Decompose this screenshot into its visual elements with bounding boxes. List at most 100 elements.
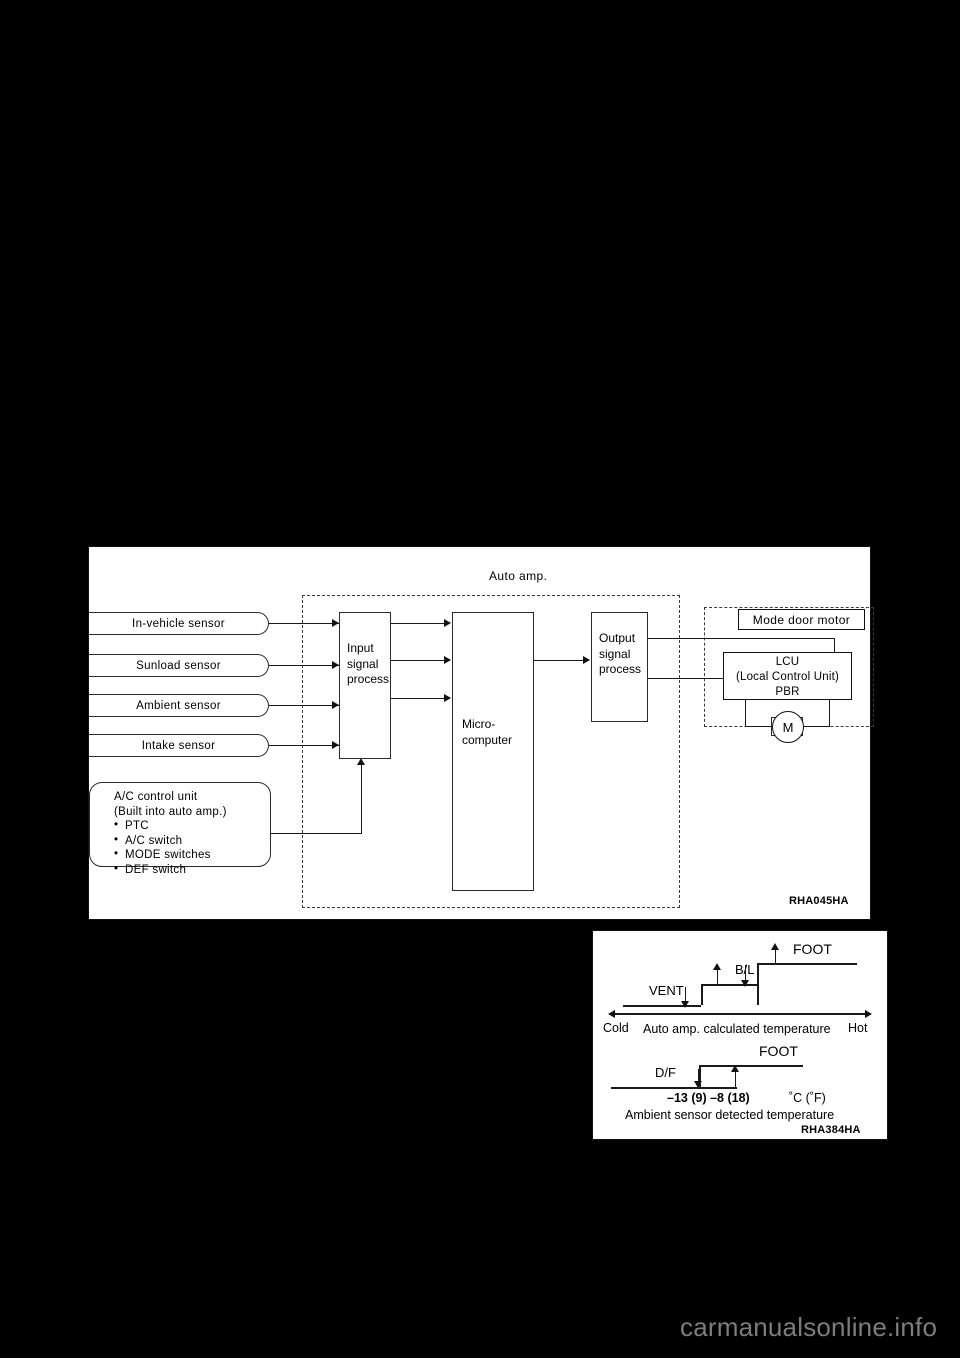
chart-lower-step-df: D/F bbox=[655, 1065, 676, 1080]
chart-upper-step-vent: VENT bbox=[649, 983, 684, 998]
arrow-in-vehicle-icon bbox=[332, 619, 339, 627]
site-watermark: carmanualsonline.info bbox=[680, 1312, 938, 1342]
output-signal-process-box[interactable]: Output signal process bbox=[591, 612, 648, 722]
connector-input-micro-1 bbox=[391, 623, 450, 624]
sensor-label: In-vehicle sensor bbox=[132, 617, 225, 630]
figure-code-main: RHA045HA bbox=[789, 895, 849, 907]
arrow-micro-output-icon bbox=[583, 656, 590, 664]
microcomputer-line-1: Micro- bbox=[462, 717, 496, 731]
sensor-intake[interactable]: Intake sensor bbox=[89, 734, 269, 757]
connector-output-lcu-top bbox=[648, 638, 835, 639]
ac-control-unit-item-ptc: PTC bbox=[114, 818, 270, 834]
chart-upper-axis-left-label: Cold bbox=[603, 1021, 629, 1035]
chart-lower-riser bbox=[699, 1065, 701, 1087]
sensor-label: Sunload sensor bbox=[136, 659, 221, 672]
connector-output-lcu-bottom bbox=[648, 678, 769, 679]
connector-lcu-motor-right bbox=[829, 700, 830, 726]
chart-upper-down-line-1 bbox=[685, 987, 687, 1003]
connector-intake bbox=[269, 745, 339, 746]
connector-ambient bbox=[269, 705, 339, 706]
sensor-label: Intake sensor bbox=[141, 739, 216, 752]
chart-upper-down-line-2 bbox=[745, 965, 747, 982]
arrow-intake-icon bbox=[332, 741, 339, 749]
ac-control-unit-item-mode-switches: MODE switches bbox=[114, 847, 270, 863]
system-block-diagram-panel: Auto amp. In-vehicle sensor Sunload sens… bbox=[88, 546, 874, 920]
sensor-sunload[interactable]: Sunload sensor bbox=[89, 654, 269, 677]
lcu-line-1: LCU bbox=[775, 656, 800, 668]
arrow-input-micro-3-icon bbox=[444, 694, 451, 702]
chart-lower-down-arrow-icon bbox=[694, 1081, 702, 1088]
chart-lower-step-foot: FOOT bbox=[759, 1043, 798, 1059]
chart-upper-down-arrow-2-icon bbox=[741, 980, 749, 987]
mode-door-motor-title-box[interactable]: Mode door motor bbox=[738, 609, 865, 630]
chart-upper-foot-level bbox=[757, 963, 857, 965]
microcomputer-box[interactable]: Micro- computer bbox=[452, 612, 534, 891]
connector-micro-output bbox=[534, 660, 589, 661]
chart-lower-up-line bbox=[735, 1070, 737, 1087]
input-signal-process-box[interactable]: Input signal process bbox=[339, 612, 391, 759]
chart-upper-bl-level bbox=[701, 984, 757, 986]
motor-symbol-letter: M bbox=[782, 719, 794, 735]
lcu-line-2: (Local Control Unit) bbox=[735, 671, 840, 683]
sensor-ambient[interactable]: Ambient sensor bbox=[89, 694, 269, 717]
chart-lower-thresholds: –13 (9) –8 (18) bbox=[667, 1091, 750, 1105]
chart-upper-riser-vent-bl bbox=[701, 984, 703, 1005]
connector-acu-horizontal bbox=[271, 833, 362, 834]
chart-upper-axis-right-arrow-icon bbox=[865, 1010, 872, 1018]
connector-motor-left-lead bbox=[745, 726, 773, 727]
chart-upper-down-arrow-1-icon bbox=[681, 1001, 689, 1008]
connector-input-micro-2 bbox=[391, 660, 450, 661]
chart-upper-up-line-1 bbox=[717, 968, 719, 986]
connector-motor-right-lead bbox=[801, 726, 830, 727]
arrow-input-micro-1-icon bbox=[444, 619, 451, 627]
chart-lower-df-level bbox=[611, 1087, 737, 1089]
connector-acu-vertical bbox=[361, 765, 362, 833]
connector-sunload bbox=[269, 665, 339, 666]
chart-upper-step-bl: B/L bbox=[735, 962, 755, 977]
motor-symbol[interactable]: M bbox=[772, 711, 804, 743]
arrow-acu-icon bbox=[357, 758, 365, 765]
chart-upper-axis bbox=[615, 1013, 867, 1015]
chart-upper-up-arrow-2-icon bbox=[771, 943, 779, 950]
chart-upper-riser-bl-foot bbox=[757, 963, 759, 1005]
input-signal-process-line-3: process bbox=[347, 672, 390, 686]
sensor-label: Ambient sensor bbox=[136, 699, 221, 712]
arrow-ambient-icon bbox=[332, 701, 339, 709]
chart-upper-vent-level bbox=[623, 1005, 701, 1007]
ac-control-unit-item-ac-switch: A/C switch bbox=[114, 833, 270, 849]
auto-amp-label: Auto amp. bbox=[489, 569, 548, 583]
chart-upper-up-arrow-1-icon bbox=[713, 963, 721, 970]
chart-lower-foot-level bbox=[699, 1065, 803, 1067]
chart-lower-up-arrow-icon bbox=[731, 1065, 739, 1072]
microcomputer-line-2: computer bbox=[462, 732, 513, 747]
chart-lower-axis-label: Ambient sensor detected temperature bbox=[625, 1108, 835, 1122]
lcu-box[interactable]: LCU (Local Control Unit) PBR bbox=[723, 652, 852, 700]
chart-lower-down-line bbox=[698, 1069, 700, 1085]
output-signal-process-line-3: process bbox=[599, 662, 642, 676]
connector-input-micro-3 bbox=[391, 698, 450, 699]
figure-code-chart: RHA384HA bbox=[801, 1124, 861, 1136]
ac-control-unit-item-def-switch: DEF switch bbox=[114, 862, 270, 878]
arrow-sunload-icon bbox=[332, 661, 339, 669]
chart-lower-units: ˚C (˚F) bbox=[789, 1091, 826, 1105]
connector-lcu-motor-left bbox=[745, 700, 746, 726]
ac-control-unit-box[interactable]: A/C control unit (Built into auto amp.) … bbox=[89, 782, 271, 876]
ac-control-unit-subtitle: (Built into auto amp.) bbox=[114, 805, 227, 818]
sensor-in-vehicle[interactable]: In-vehicle sensor bbox=[89, 612, 269, 635]
mode-door-motor-title: Mode door motor bbox=[752, 612, 851, 627]
ac-control-unit-title: A/C control unit bbox=[114, 791, 198, 803]
arrow-input-micro-2-icon bbox=[444, 656, 451, 664]
chart-upper-axis-label: Auto amp. calculated temperature bbox=[643, 1022, 831, 1036]
output-signal-process-line-1: Output bbox=[599, 631, 636, 645]
chart-upper-axis-left-arrow-icon bbox=[608, 1010, 615, 1018]
chart-upper-up-line-2 bbox=[775, 948, 777, 965]
temperature-mode-chart-panel: FOOT B/L VENT Cold Auto amp. calculated … bbox=[592, 930, 888, 1140]
auto-amp-boundary bbox=[302, 595, 680, 908]
output-signal-process-line-2: signal bbox=[599, 646, 631, 661]
lcu-line-3: PBR bbox=[775, 686, 800, 698]
chart-upper-axis-right-label: Hot bbox=[848, 1021, 868, 1035]
connector-in-vehicle bbox=[269, 623, 339, 624]
chart-upper-step-foot: FOOT bbox=[793, 941, 832, 957]
input-signal-process-line-1: Input bbox=[347, 641, 374, 655]
input-signal-process-line-2: signal bbox=[347, 656, 379, 671]
